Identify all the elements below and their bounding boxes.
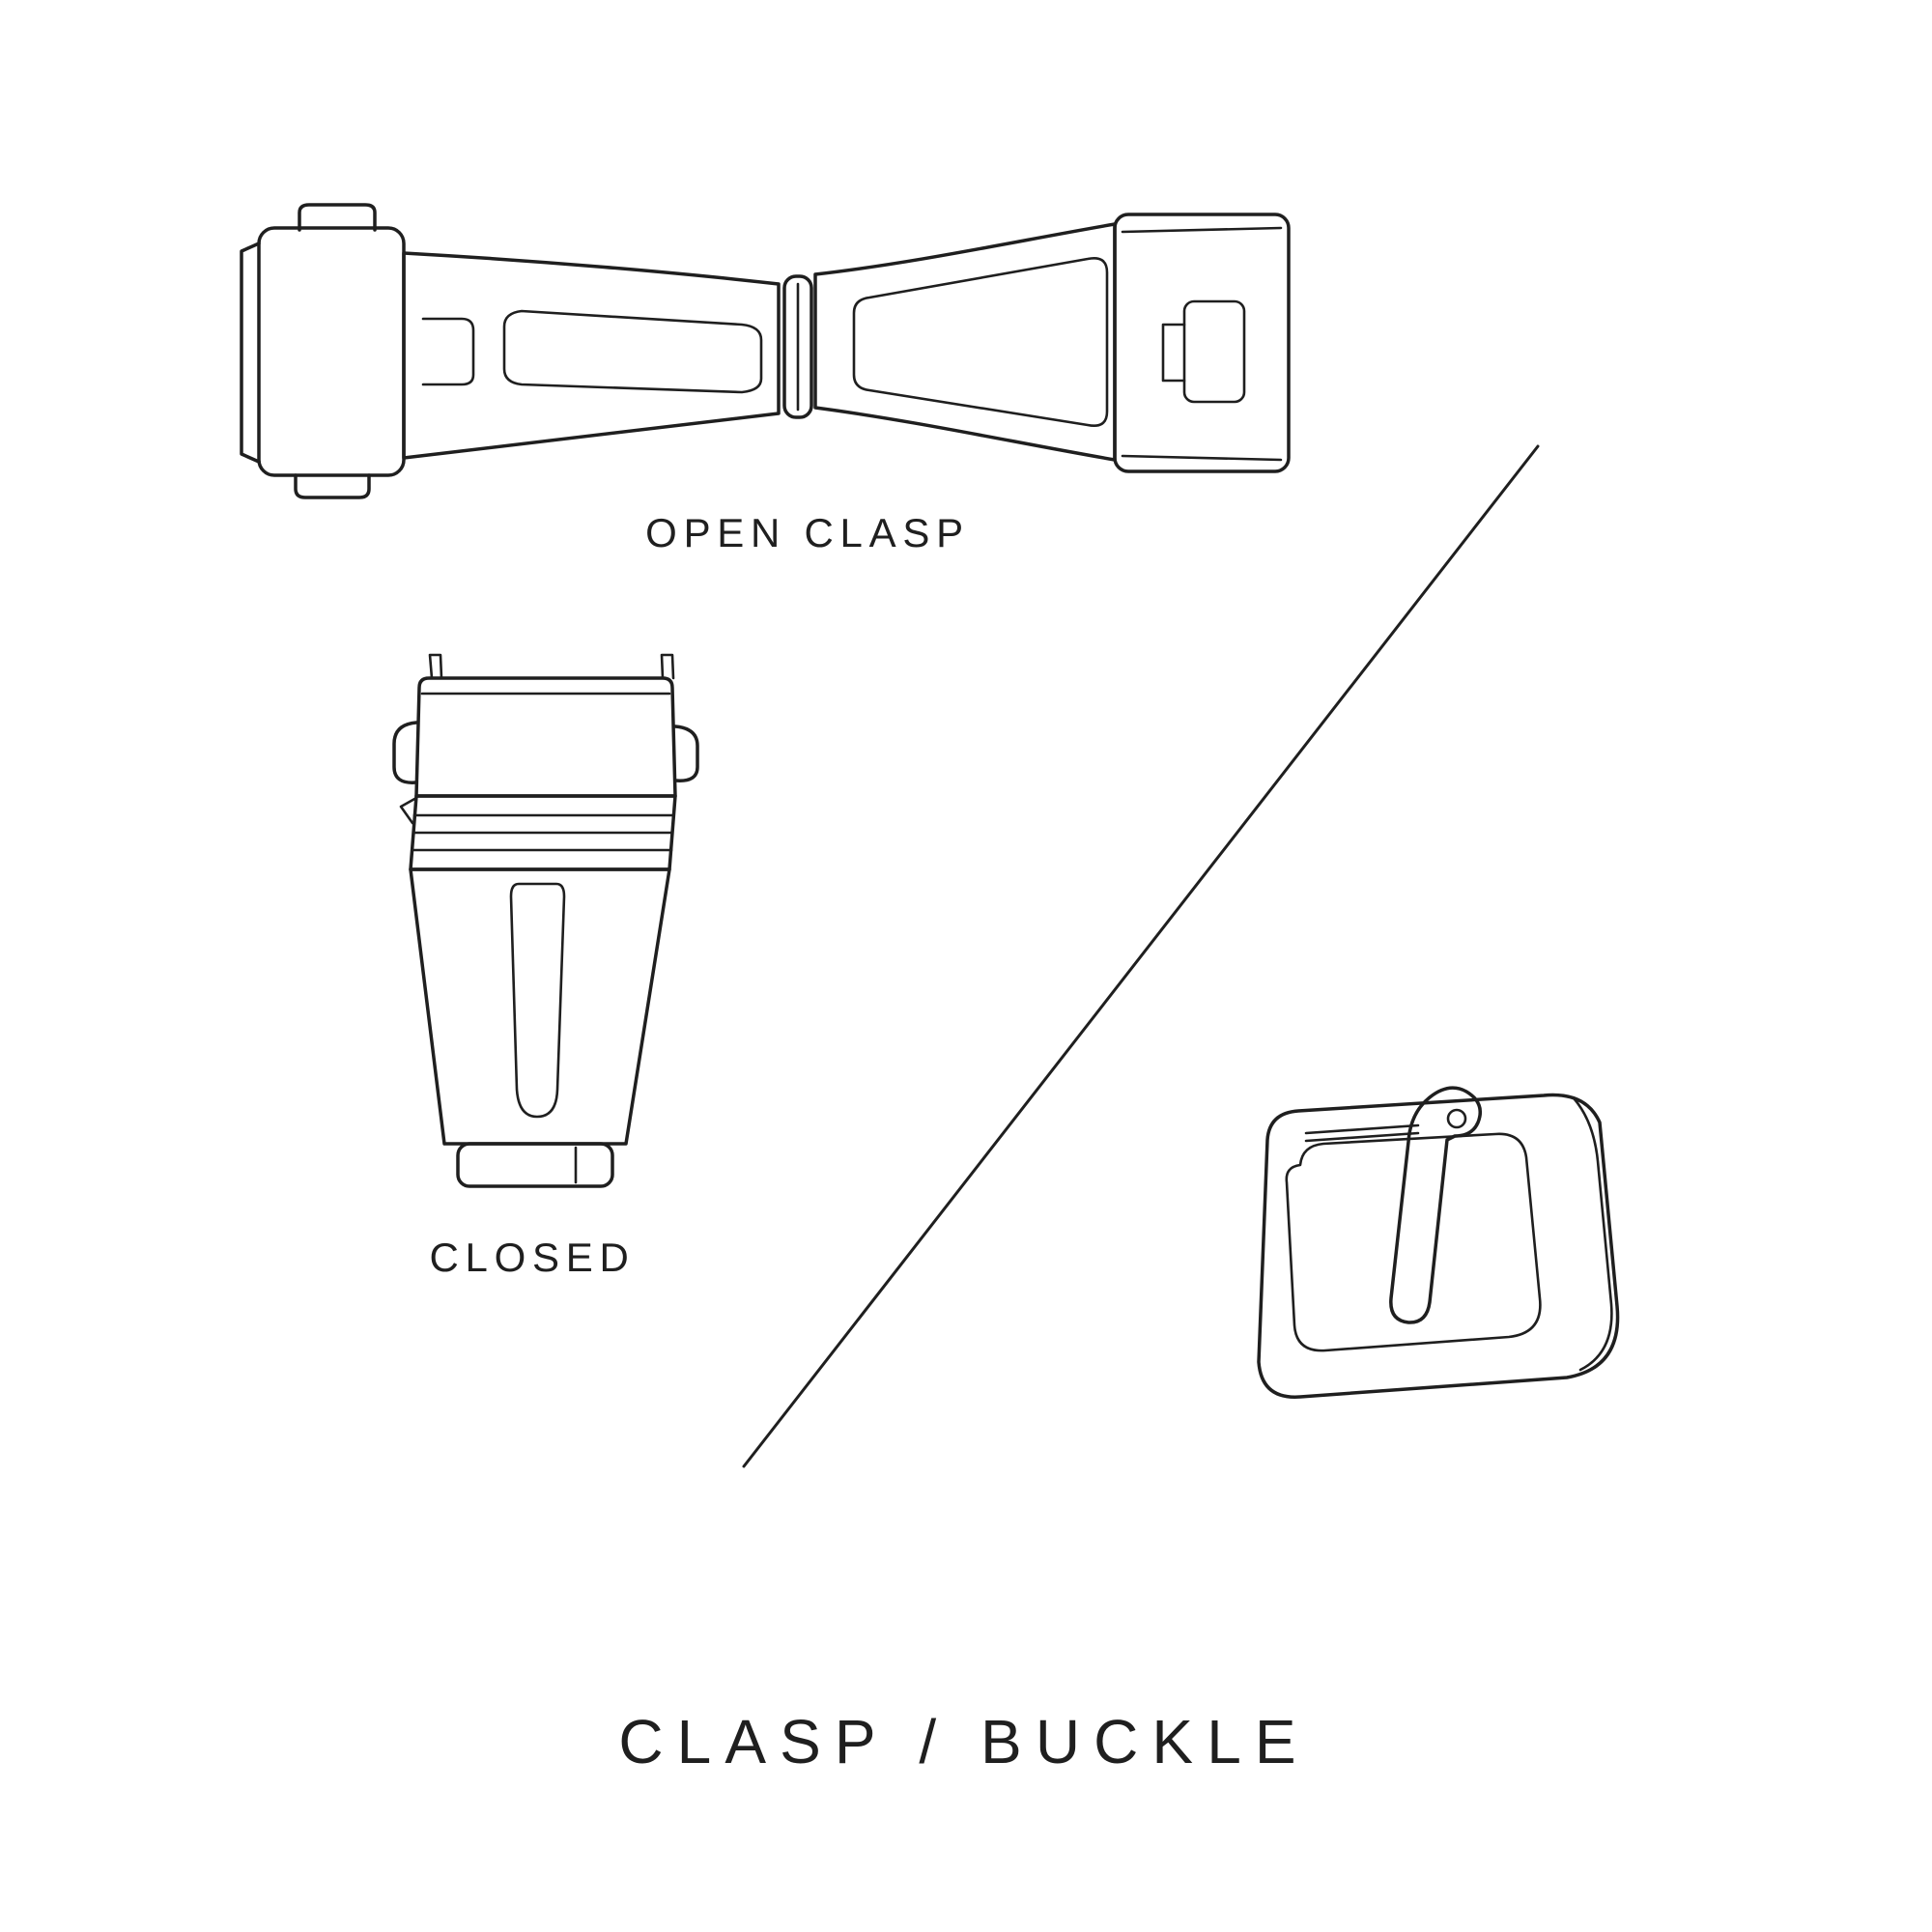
- open-clasp-hinge: [782, 274, 813, 419]
- buckle-inner-frame: [1285, 1132, 1542, 1352]
- buckle-pin-head: [1446, 1108, 1467, 1129]
- open-clasp-right-arm-outline: [852, 257, 1109, 427]
- closed-clasp-left-tab: [392, 721, 418, 784]
- closed-clasp-band-flap: [399, 796, 418, 825]
- open-clasp-right-end-top-edge: [1121, 226, 1283, 234]
- open-clasp-right-end: [1113, 213, 1291, 473]
- buckle-illustration: [1257, 1086, 1620, 1399]
- buckle-pin-bottom: [1304, 1131, 1420, 1143]
- diagonal-divider: [742, 444, 1540, 1468]
- open-clasp-left-end-fold: [240, 242, 261, 464]
- open-clasp-left-arm: [402, 251, 781, 460]
- closed-clasp-illustration: [392, 653, 699, 1188]
- closed-clasp-body: [409, 867, 671, 1146]
- open-clasp-left-arm-cutout: [502, 309, 763, 394]
- open-clasp-right-end-bottom-edge: [1121, 454, 1283, 462]
- diagram-title: CLASP / BUCKLE: [618, 1707, 1310, 1776]
- open-clasp-label: OPEN CLASP: [645, 510, 970, 555]
- buckle-pin-top: [1304, 1123, 1420, 1135]
- open-clasp-catch: [1182, 299, 1246, 404]
- buckle-band-contour: [1573, 1097, 1613, 1372]
- closed-clasp-label: CLOSED: [429, 1235, 636, 1280]
- closed-clasp-bottom-cap: [456, 1142, 614, 1188]
- closed-clasp-slot: [509, 882, 566, 1119]
- closed-clasp-top-box: [414, 676, 677, 798]
- open-clasp-illustration: [240, 203, 1291, 499]
- open-clasp-right-arm: [813, 222, 1117, 462]
- closed-clasp-left-prong: [428, 653, 443, 680]
- open-clasp-catch-hook: [1161, 323, 1186, 383]
- open-clasp-left-end-top-tab: [298, 203, 377, 232]
- open-clasp-left-arm-notch: [421, 317, 475, 386]
- open-clasp-left-end: [257, 226, 406, 477]
- buckle-outer-frame: [1257, 1093, 1620, 1399]
- closed-clasp-right-tab: [673, 724, 699, 782]
- buckle-prong: [1389, 1086, 1482, 1324]
- open-clasp-left-end-bottom-tab: [294, 473, 371, 499]
- closed-clasp-right-prong: [660, 653, 675, 680]
